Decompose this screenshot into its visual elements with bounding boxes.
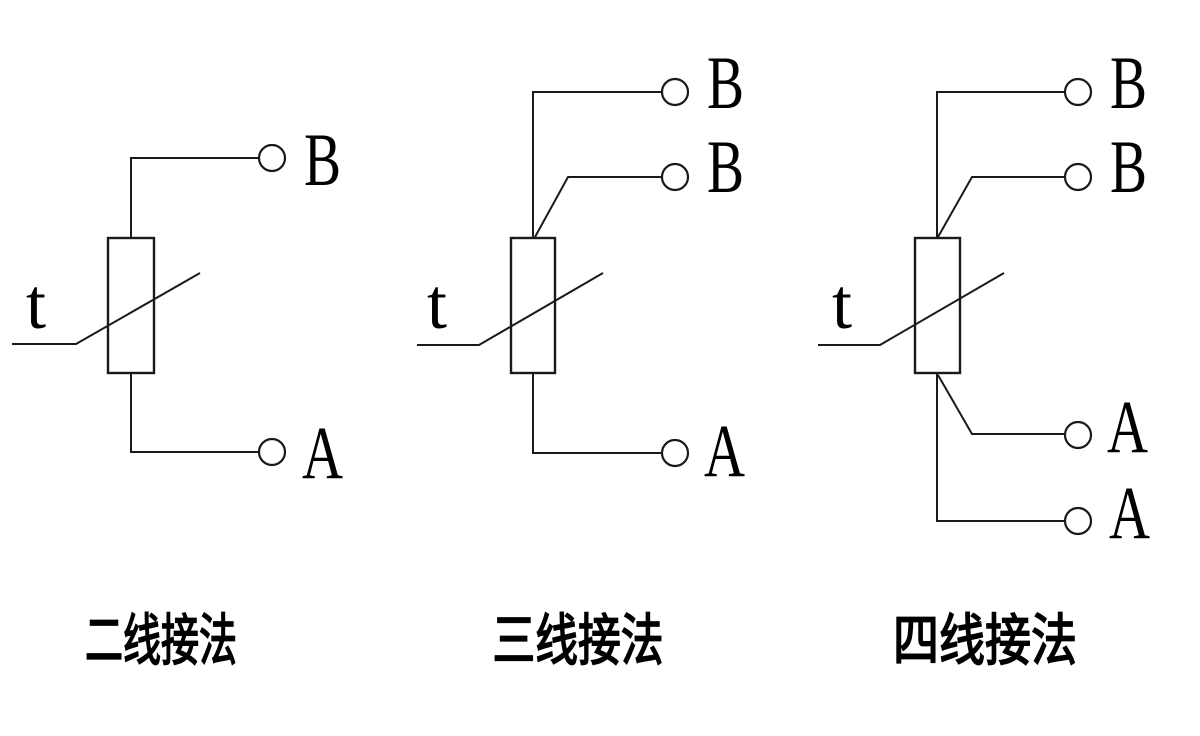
terminal-circle-b2: [1063, 162, 1093, 192]
terminal-circle-b1: [1063, 77, 1093, 107]
terminal-circle-b2: [660, 162, 690, 192]
terminal-circle-a: [257, 437, 287, 467]
thermistor-slash-icon: [417, 272, 604, 346]
sensor-label-t: t: [832, 264, 852, 344]
wire-to-terminal-b1: [532, 91, 662, 238]
terminal-label-a2: A: [1109, 472, 1150, 555]
resistor-symbol: [106, 236, 156, 375]
terminal-circle-b: [257, 143, 287, 173]
wire-to-terminal-a: [130, 373, 259, 453]
terminal-circle-a1: [1063, 420, 1093, 450]
wire-to-terminal-a1: [937, 374, 1065, 435]
sensor-label-t: t: [26, 264, 46, 344]
terminal-label-a: A: [302, 412, 343, 495]
three-wire-diagram: B B A t 三线接法: [417, 42, 745, 673]
terminal-circle-a: [660, 438, 690, 468]
wire-to-terminal-b1: [936, 91, 1065, 238]
terminal-label-b1: B: [707, 42, 744, 125]
wire-to-terminal-b: [130, 157, 259, 238]
terminal-label-a1: A: [1107, 386, 1148, 469]
terminal-label-b2: B: [1110, 126, 1147, 209]
thermistor-slash-icon: [12, 272, 201, 345]
terminal-label-b2: B: [707, 126, 744, 209]
terminal-circle-b1: [660, 77, 690, 107]
wire-to-terminal-a: [532, 373, 662, 454]
wire-to-terminal-a2: [936, 373, 1065, 522]
terminal-circle-a2: [1063, 506, 1093, 536]
wire-to-terminal-b2: [534, 176, 662, 238]
sensor-label-t: t: [427, 264, 447, 344]
two-wire-diagram: B A t 二线接法: [12, 119, 343, 673]
caption-four-wire: 四线接法: [893, 611, 1077, 673]
terminal-label-b: B: [304, 119, 341, 202]
thermistor-slash-icon: [818, 272, 1005, 346]
terminal-label-a: A: [704, 410, 745, 493]
wire-to-terminal-b2: [937, 176, 1065, 238]
terminal-label-b1: B: [1110, 42, 1147, 125]
caption-two-wire: 二线接法: [85, 611, 237, 673]
resistor-symbol: [913, 236, 962, 375]
four-wire-diagram: B B A A t 四线接法: [818, 42, 1150, 673]
caption-three-wire: 三线接法: [493, 611, 664, 673]
